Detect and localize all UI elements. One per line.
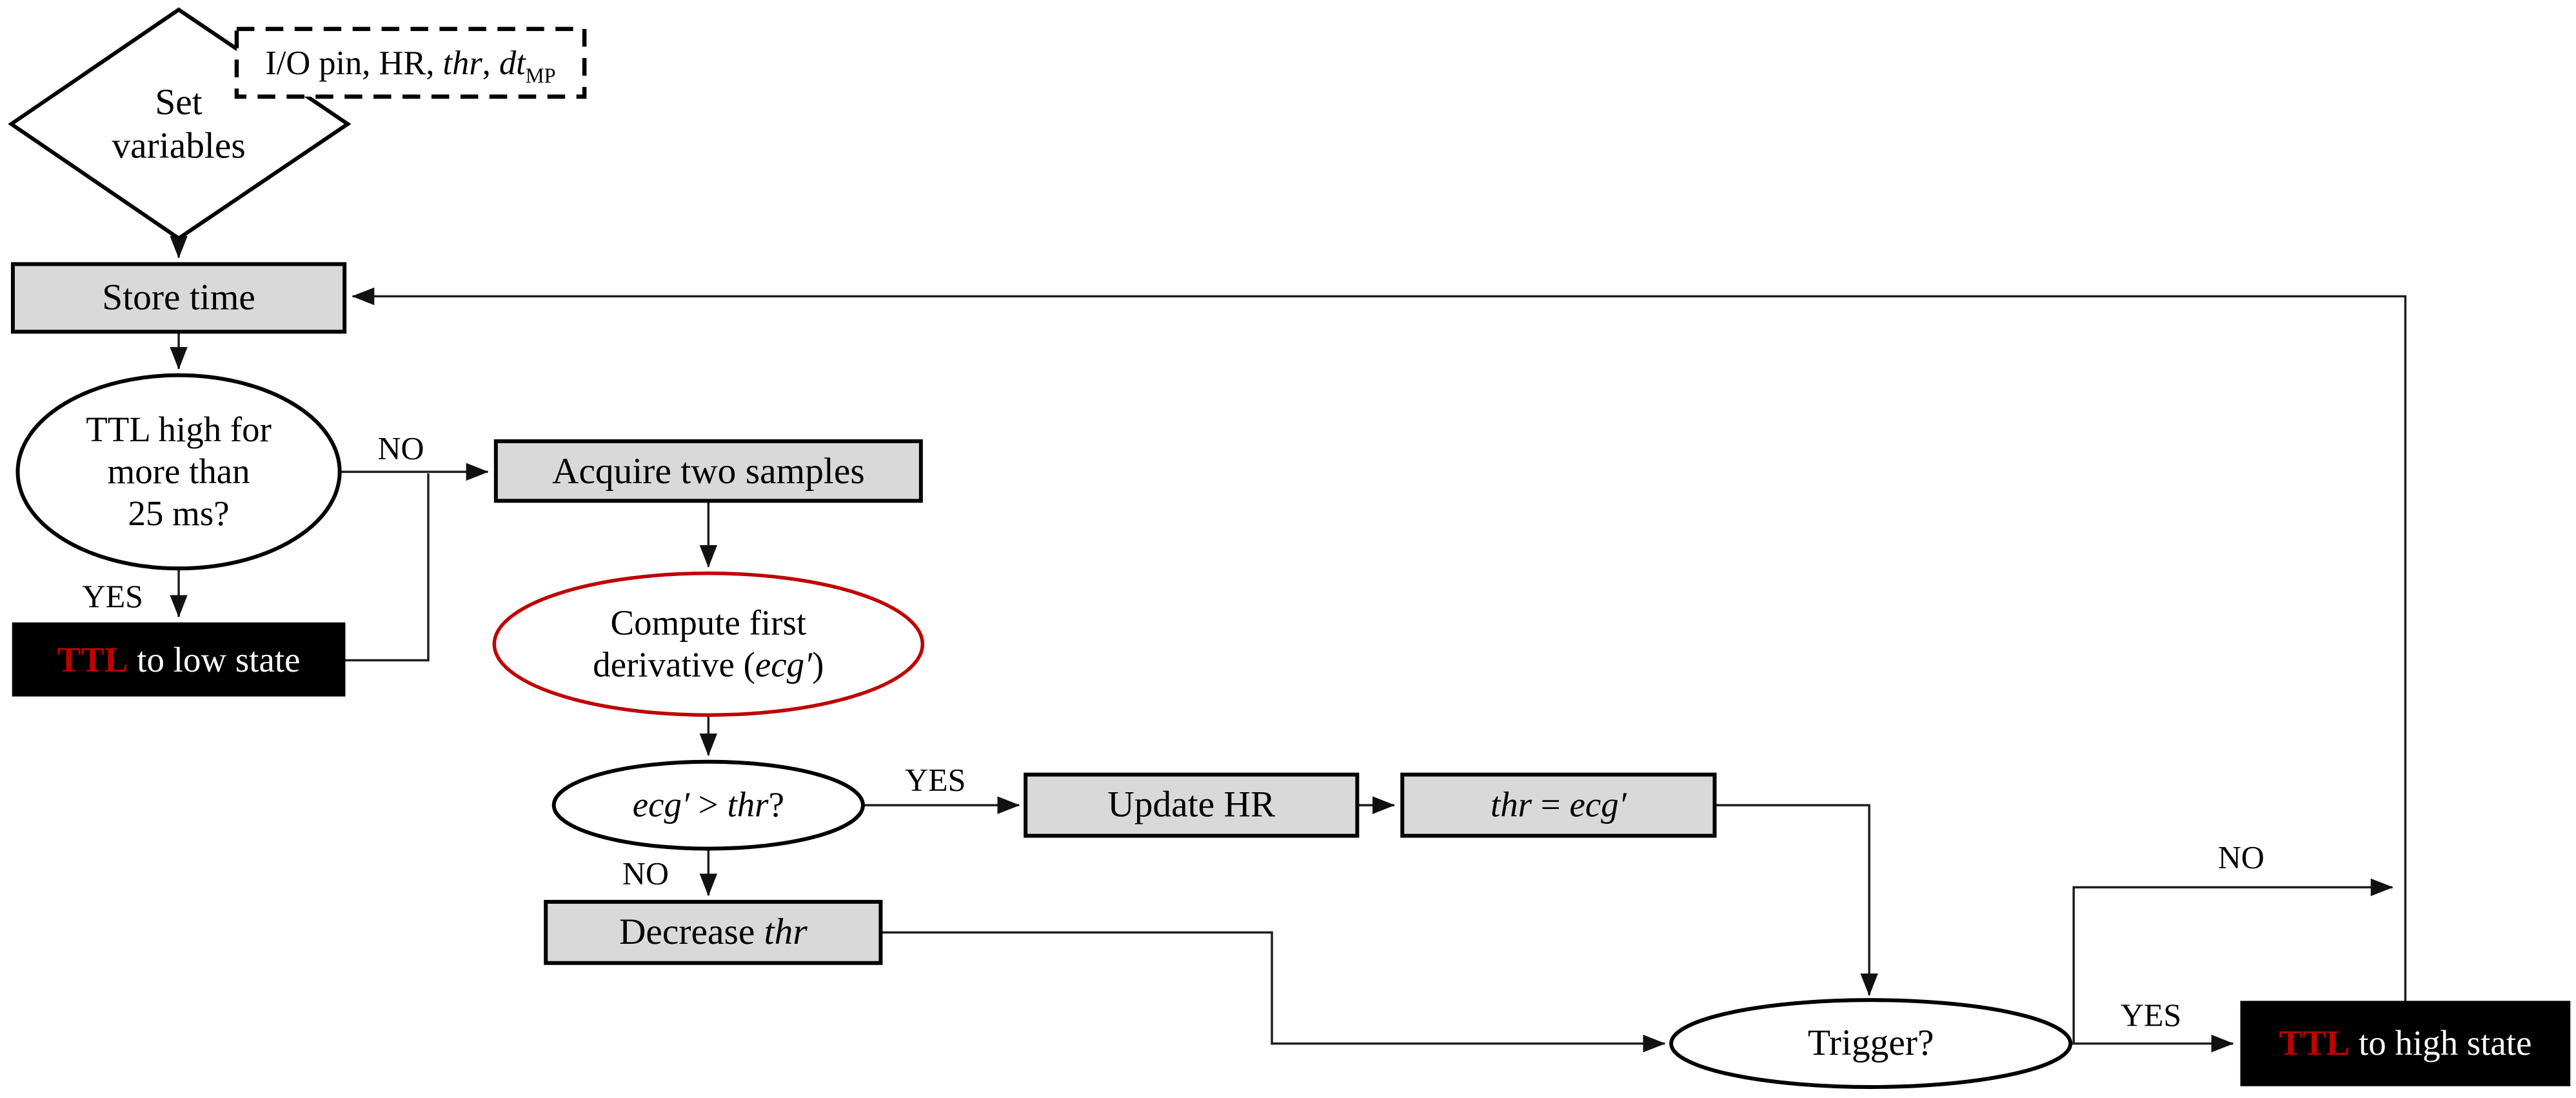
edge-label-yes-ttllow: YES [82, 579, 143, 615]
edge-label-no-loopback: NO [2217, 839, 2264, 875]
arrow-decrease-to-trigger [880, 931, 1666, 1053]
edge-label-no-decrease: NO [622, 855, 669, 892]
decision-ttl-high-shape [15, 373, 342, 571]
arrow-threq-to-trigger [1714, 804, 1878, 996]
process-compute-derivative-label: Compute first derivative (ecg′) [593, 602, 824, 684]
process-ttl-high-state-label: TTL to high state [2279, 1023, 2532, 1063]
process-thr-eq-ecg-shape [1400, 772, 1717, 838]
line-ttllow-merge [344, 473, 430, 662]
edge-label-no-acquire: NO [377, 430, 424, 466]
process-thr-eq-ecg-label: thr = ecg′ [1490, 784, 1627, 825]
arrow-trigger-no-to-loop [2072, 878, 2393, 1044]
process-ttl-low-label: TTL to low state [57, 638, 301, 679]
decision-trigger-shape [1669, 998, 2073, 1089]
note-parameters-label: I/O pin, HR, thr, dtMP [265, 43, 556, 87]
process-store-time-label: Store time [102, 277, 255, 318]
process-ttl-low-shape [12, 622, 346, 697]
process-update-hr-label: Update HR [1107, 784, 1276, 826]
edge-label-yes-ttlhighstate: YES [2120, 997, 2182, 1033]
edge-label-yes-updatehr: YES [905, 762, 966, 798]
process-store-time-shape [10, 262, 347, 334]
process-acquire-shape [493, 439, 923, 503]
decision-set-variables-label: Set variables [112, 81, 246, 166]
note-parameters-shape [234, 26, 587, 99]
decision-ttl-high-label: TTL high for more than 25 ms? [86, 409, 272, 534]
decision-ecg-gt-thr-label: ecg′ > thr? [632, 784, 784, 825]
process-decrease-thr-shape [544, 899, 883, 965]
process-compute-derivative-shape [492, 571, 925, 717]
process-acquire-label: Acquire two samples [551, 450, 865, 492]
arrow-loopback-to-storetime [352, 287, 2407, 1002]
process-update-hr-shape [1024, 772, 1360, 838]
decision-ecg-gt-thr-shape [551, 759, 865, 851]
process-ttl-high-state-shape [2240, 1001, 2571, 1086]
process-decrease-thr-label: Decrease thr [619, 912, 807, 953]
decision-trigger-label: Trigger? [1807, 1023, 1934, 1064]
